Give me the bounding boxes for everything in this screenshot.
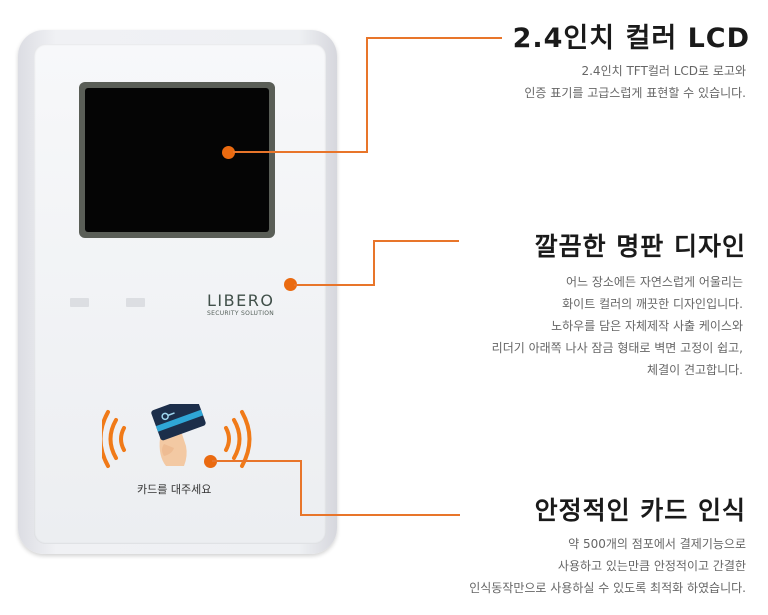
callout-line-recognition-h	[212, 460, 302, 462]
callout-line-lcd-top	[366, 37, 502, 39]
callout-line-lcd-h	[233, 151, 367, 153]
feature-desc-line: 약 500개의 점포에서 결제기능으로	[568, 537, 746, 551]
callout-dot-design	[284, 278, 297, 291]
feature-desc-line: 노하우를 담은 자체제작 사출 케이스와	[551, 319, 743, 333]
feature-desc-line: 어느 장소에든 자연스럽게 어울리는	[565, 275, 743, 289]
indicator-led-left	[70, 298, 89, 307]
callout-line-recognition-v	[300, 460, 302, 516]
feature-title-recognition: 안정적인 카드 인식	[534, 496, 746, 525]
lcd-screen	[85, 88, 269, 232]
feature-desc-line: 인증 표기를 고급스럽게 표현할 수 있습니다.	[524, 86, 746, 100]
nfc-tap-icon	[102, 404, 252, 468]
callout-dot-recognition	[204, 455, 217, 468]
feature-desc-line: 체결이 견고합니다.	[647, 363, 743, 377]
feature-desc-line: 리더기 아래쪽 나사 잠금 형태로 벽면 고정이 쉽고,	[491, 341, 743, 355]
callout-line-design-h	[294, 284, 374, 286]
brand-logo: LIBERO	[207, 291, 275, 310]
callout-line-design-top	[373, 240, 459, 242]
callout-line-design-v	[373, 240, 375, 286]
feature-title-design: 깔끔한 명판 디자인	[534, 232, 746, 261]
callout-line-recognition-bottom	[300, 514, 460, 516]
brand-tagline: SECURITY SOLUTION	[207, 310, 275, 317]
card-prompt-label: 카드를 대주세요	[137, 483, 212, 496]
feature-desc-recognition: 약 500개의 점포에서 결제기능으로 사용하고 있는만큼 안정적이고 간결한 …	[469, 533, 746, 599]
callout-dot-lcd	[222, 146, 235, 159]
feature-desc-line: 화이트 컬러의 깨끗한 디자인입니다.	[562, 297, 743, 311]
feature-desc-design: 어느 장소에든 자연스럽게 어울리는 화이트 컬러의 깨끗한 디자인입니다. 노…	[492, 271, 743, 381]
feature-desc-line: 인식동작만으로 사용하실 수 있도록 최적화 하였습니다.	[469, 581, 746, 595]
feature-title-lcd: 2.4인치 컬러 LCD	[512, 23, 750, 54]
callout-line-lcd-v	[366, 37, 368, 153]
feature-desc-lcd: 2.4인치 TFT컬러 LCD로 로고와 인증 표기를 고급스럽게 표현할 수 …	[524, 60, 746, 104]
feature-desc-line: 2.4인치 TFT컬러 LCD로 로고와	[581, 64, 746, 78]
feature-desc-line: 사용하고 있는만큼 안정적이고 간결한	[557, 559, 746, 573]
indicator-led-right	[126, 298, 145, 307]
